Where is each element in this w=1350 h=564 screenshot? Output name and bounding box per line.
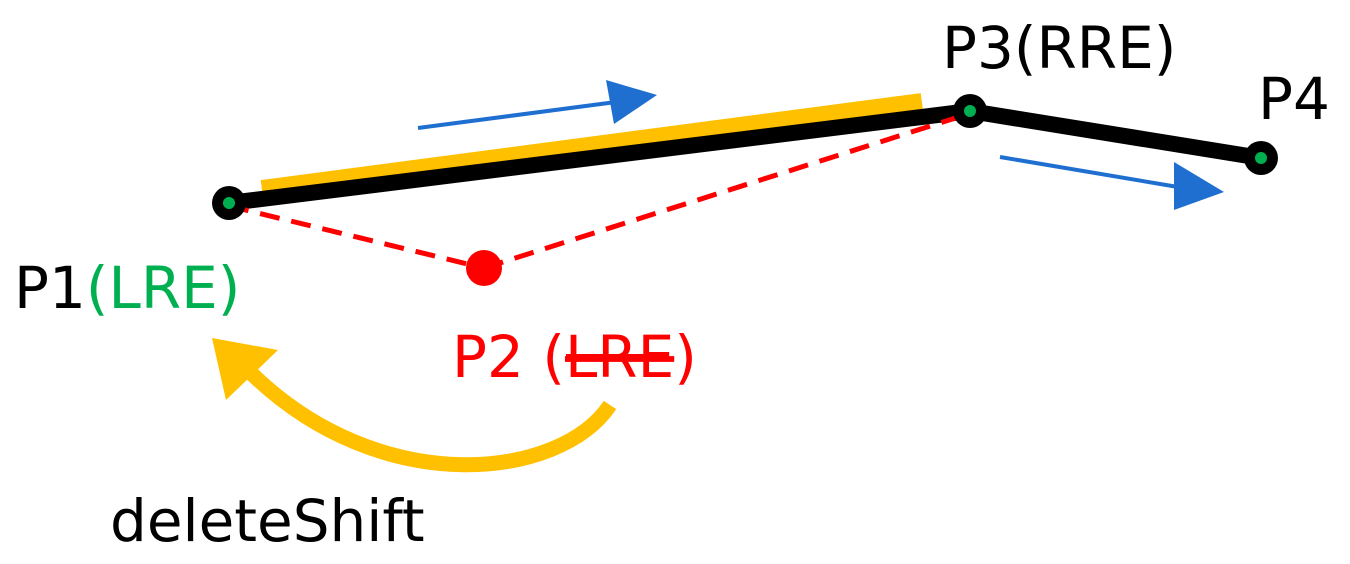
label-p1: P1(LRE): [14, 254, 240, 322]
arrow-right-icon: [417, 97, 624, 130]
arrow-right-icon: [1174, 162, 1224, 210]
vertex-p3: [953, 94, 987, 128]
vertex-p4: [1244, 141, 1278, 175]
vertex-p1: [212, 186, 246, 220]
label-p4: P4: [1258, 65, 1330, 133]
segment-p1-p3: [221, 103, 978, 211]
vertex-p2: [466, 250, 502, 286]
curved-arrow-icon: [212, 338, 617, 473]
arrow-right-icon: [606, 80, 657, 124]
deleted-segment-p1-p2: [228, 203, 485, 271]
arrow-right-icon: [999, 155, 1179, 189]
operation-label: deleteShift: [110, 487, 425, 555]
highlight-segment: [260, 93, 924, 200]
label-p3: P3(RRE): [942, 14, 1176, 82]
deleted-segment-p2-p3: [483, 111, 969, 271]
segment-p3-p4: [962, 103, 1269, 166]
